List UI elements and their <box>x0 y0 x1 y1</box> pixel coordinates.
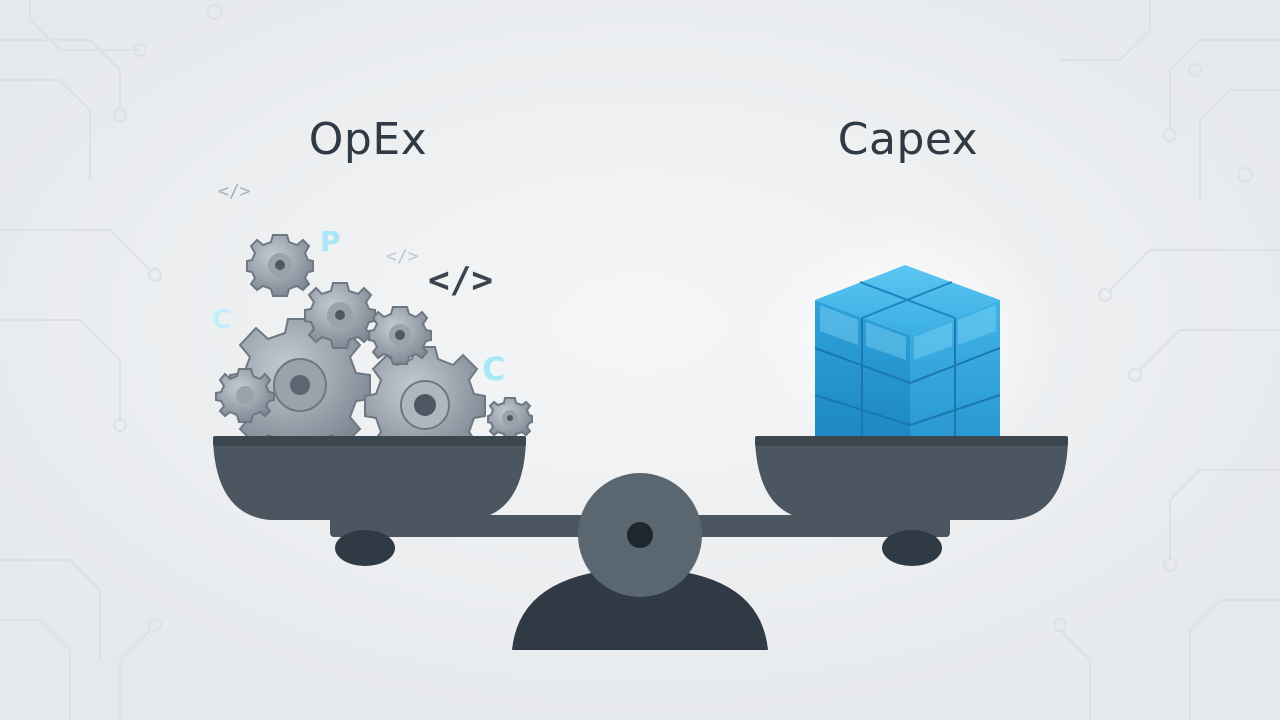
left-pan <box>213 440 526 520</box>
gear-small-right <box>487 397 533 440</box>
glyph-letter-c1: C <box>212 305 231 335</box>
gear-upper-right <box>368 306 432 365</box>
capex-label: Capex <box>837 114 979 165</box>
left-pan-rim <box>213 436 526 446</box>
gears-icon <box>215 234 533 466</box>
left-pan-foot <box>335 530 395 566</box>
gear-right-large <box>364 346 486 466</box>
circuit-lines-right <box>1053 0 1280 720</box>
gear-middle <box>304 282 376 349</box>
right-pan-rim <box>755 436 1068 446</box>
gear-top <box>246 234 314 297</box>
opex-label: OpEx <box>308 114 428 165</box>
code-glyph-small-1: </> <box>218 181 251 202</box>
code-glyph-small-2: </> <box>386 246 419 267</box>
right-pan-foot <box>882 530 942 566</box>
glyph-letter-p: P <box>320 225 341 258</box>
gear-large <box>229 318 371 456</box>
scale-base <box>512 568 768 650</box>
cubes-icon <box>814 265 1001 438</box>
circuit-lines-left <box>0 0 223 720</box>
scale-pivot-bolt <box>627 522 653 548</box>
right-pan <box>755 440 1068 520</box>
gear-left-edge <box>215 368 275 423</box>
code-glyph-large: </> <box>428 260 493 301</box>
code-icon: </> </> </> <box>218 181 493 301</box>
glyph-letter-c2: C <box>482 350 505 388</box>
